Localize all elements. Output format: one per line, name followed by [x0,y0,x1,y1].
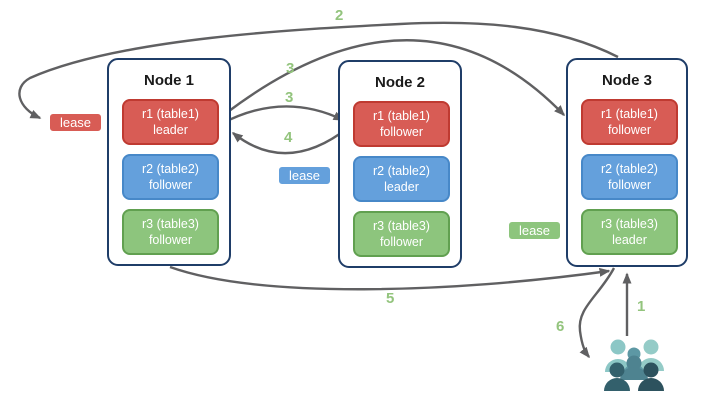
user-front-right [638,362,664,391]
replica-name: r1 (table1) [601,106,658,121]
replica-name: r2 (table2) [142,161,199,176]
replica-role: follower [379,235,424,249]
replica-role: follower [607,123,652,137]
node-3-replica-r3: r3 (table3) leader [581,209,678,255]
replica-role: follower [148,178,193,192]
step-label-2: 2 [335,7,344,24]
arrow-step-5 [169,265,611,291]
arrow-step-3-to-node3 [224,39,566,117]
step-label-5: 5 [386,290,395,307]
step-label-3b: 3 [285,89,294,106]
replica-role: follower [379,125,424,139]
users-group-icon [604,339,664,391]
replica-name: r1 (table1) [373,108,430,123]
lease-badge-table3: lease [507,220,562,241]
node-2-replica-r1: r1 (table1) follower [353,101,450,147]
node-1-replica-r2: r2 (table2) follower [122,154,219,200]
replica-role: follower [148,233,193,247]
node-3-replica-r1: r1 (table1) follower [581,99,678,145]
replica-name: r3 (table3) [373,218,430,233]
user-center-front [620,355,648,380]
user-front-left [604,362,630,391]
replica-role: follower [607,178,652,192]
step-label-4: 4 [284,129,293,146]
replica-name: r2 (table2) [373,163,430,178]
node-1-replica-r1: r1 (table1) leader [122,99,219,145]
arrow-step-3-to-node2 [220,105,345,126]
replica-name: r1 (table1) [142,106,199,121]
replica-role: leader [153,123,188,137]
replica-name: r3 (table3) [601,216,658,231]
node-2-replica-r3: r3 (table3) follower [353,211,450,257]
replica-name: r3 (table3) [142,216,199,231]
arrow-step-4 [231,126,350,155]
replica-role: leader [384,180,419,194]
node-1-title: Node 1 [143,72,194,89]
node-1-replica-r3: r3 (table3) follower [122,209,219,255]
step-label-1: 1 [637,298,646,315]
node-3: Node 3 r1 (table1) follower r2 (table2) … [566,58,688,267]
node-2-title: Node 2 [374,74,425,91]
lease-badge-table1: lease [48,112,103,133]
step-label-6: 6 [556,318,565,335]
node-2-replica-r2: r2 (table2) leader [353,156,450,202]
node-3-title: Node 3 [601,72,652,89]
arrow-step-2 [18,21,619,120]
replica-role: leader [612,233,647,247]
node-1: Node 1 r1 (table1) leader r2 (table2) fo… [107,58,231,266]
node-2: Node 2 r1 (table1) follower r2 (table2) … [338,60,462,268]
lease-badge-table2: lease [277,165,332,186]
arrow-step-6 [578,267,616,359]
node-3-replica-r2: r2 (table2) follower [581,154,678,200]
replica-name: r2 (table2) [601,161,658,176]
step-label-3a: 3 [286,60,295,77]
